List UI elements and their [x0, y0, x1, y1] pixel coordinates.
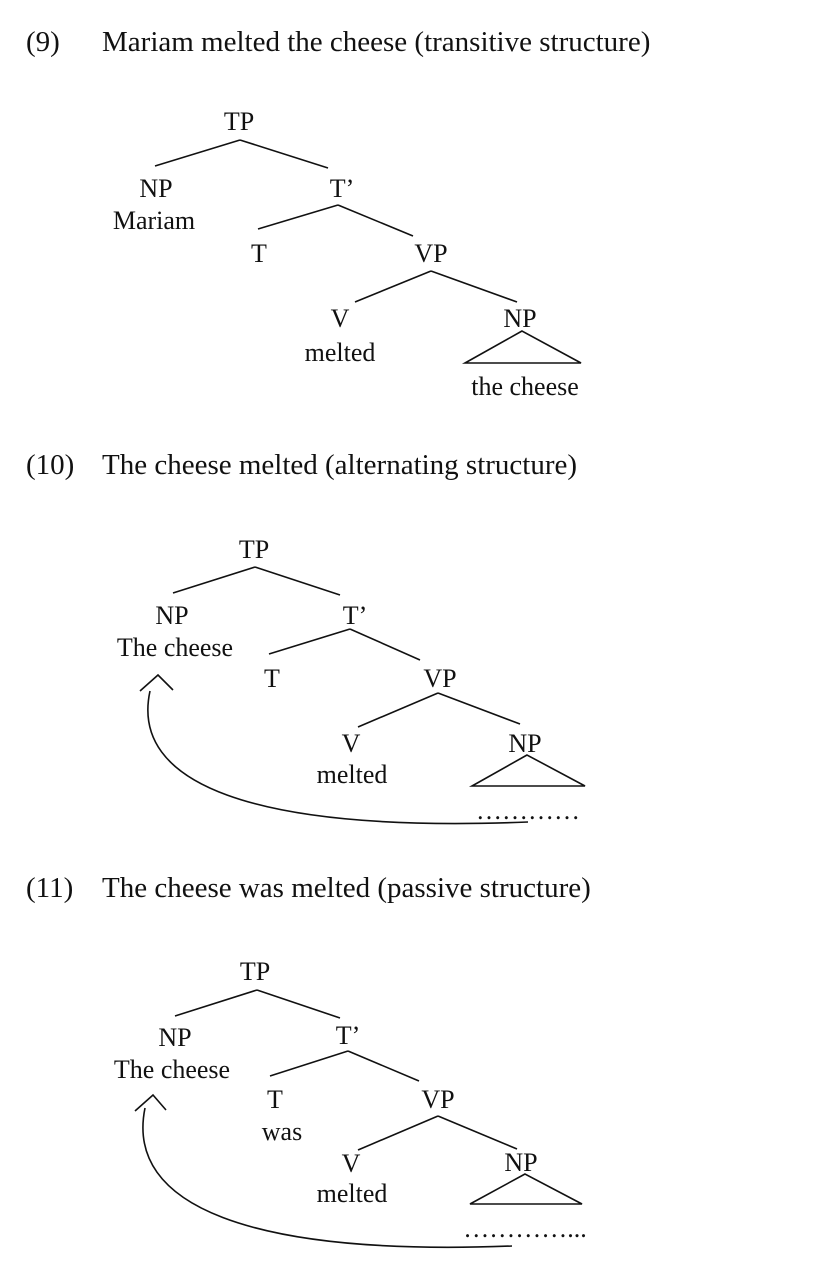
edge-tbar-t	[268, 628, 351, 655]
edge-tbar-vp	[349, 628, 421, 661]
edge-tbar-vp	[347, 1050, 420, 1082]
node-np-subject: NP	[139, 174, 172, 203]
trace-dots: …………...	[463, 1214, 587, 1243]
edge-vp-v	[357, 1115, 439, 1151]
example-11: (11) The cheese was melted (passive struc…	[0, 846, 827, 1269]
edge-tp-np	[174, 989, 258, 1017]
node-np-subject: NP	[155, 601, 188, 630]
edge-tbar-vp	[337, 204, 414, 237]
edge-tbar-t	[269, 1050, 349, 1077]
syntax-tree: TP NP The cheese T’ T VP V melted NP …………	[117, 535, 586, 825]
node-v: V	[342, 729, 361, 758]
example-number: (10)	[26, 449, 75, 481]
node-np-object: NP	[508, 729, 541, 758]
edge-vp-np	[430, 270, 518, 303]
node-v: V	[331, 304, 350, 333]
node-tp: TP	[240, 957, 270, 986]
node-t: T	[251, 239, 267, 268]
example-number: (9)	[26, 26, 60, 58]
node-t: T	[264, 664, 280, 693]
edge-vp-np	[437, 692, 521, 725]
movement-arrow	[147, 690, 529, 825]
example-sentence: Mariam melted the cheese (transitive str…	[102, 26, 651, 58]
subject-word: The cheese	[117, 633, 233, 662]
node-vp: VP	[423, 664, 456, 693]
aux-word: was	[262, 1117, 302, 1146]
edge-tp-np	[154, 139, 241, 167]
node-t: T	[267, 1085, 283, 1114]
np-triangle	[461, 330, 582, 364]
arrowhead	[139, 673, 174, 692]
edge-tp-np	[172, 566, 256, 594]
movement-arrow	[142, 1107, 513, 1249]
example-heading: (11) The cheese was melted (passive struc…	[26, 870, 591, 906]
subject-word: Mariam	[113, 206, 195, 235]
edge-tp-tbar	[256, 989, 341, 1019]
example-number: (11)	[26, 872, 74, 904]
verb-word: melted	[317, 1179, 388, 1208]
node-tp: TP	[224, 107, 254, 136]
node-tp: TP	[239, 535, 269, 564]
edge-tp-tbar	[254, 566, 341, 596]
node-t-bar: T’	[336, 1021, 361, 1050]
edge-vp-v	[357, 692, 439, 728]
edge-tbar-t	[257, 204, 339, 230]
node-np-subject: NP	[158, 1023, 191, 1052]
node-vp: VP	[421, 1085, 454, 1114]
edge-vp-np	[437, 1115, 518, 1150]
arrowhead	[134, 1093, 167, 1112]
node-v: V	[342, 1149, 361, 1178]
node-np-object: NP	[503, 304, 536, 333]
node-vp: VP	[414, 239, 447, 268]
np-triangle	[469, 1173, 583, 1205]
edge-tp-tbar	[239, 139, 329, 169]
object-word: the cheese	[471, 372, 579, 401]
example-sentence: The cheese melted (alternating structure…	[102, 449, 578, 481]
example-sentence: The cheese was melted (passive structure…	[102, 872, 591, 904]
verb-word: melted	[305, 338, 376, 367]
subject-word: The cheese	[114, 1055, 230, 1084]
verb-word: melted	[317, 760, 388, 789]
node-t-bar: T’	[343, 601, 368, 630]
syntax-tree: TP NP Mariam T’ T VP V melted NP the che…	[113, 107, 582, 401]
np-triangle	[468, 754, 586, 787]
example-9: (9) Mariam melted the cheese (transitive …	[0, 0, 827, 423]
node-np-object: NP	[504, 1148, 537, 1177]
syntax-tree: TP NP The cheese T’ T was VP V melted NP…	[114, 957, 587, 1249]
node-t-bar: T’	[330, 174, 355, 203]
example-heading: (9) Mariam melted the cheese (transitive …	[26, 24, 650, 60]
edge-vp-v	[354, 270, 432, 303]
trace-dots: …………	[476, 796, 580, 825]
example-10: (10) The cheese melted (alternating struc…	[0, 423, 827, 846]
example-heading: (10) The cheese melted (alternating struc…	[26, 447, 577, 483]
